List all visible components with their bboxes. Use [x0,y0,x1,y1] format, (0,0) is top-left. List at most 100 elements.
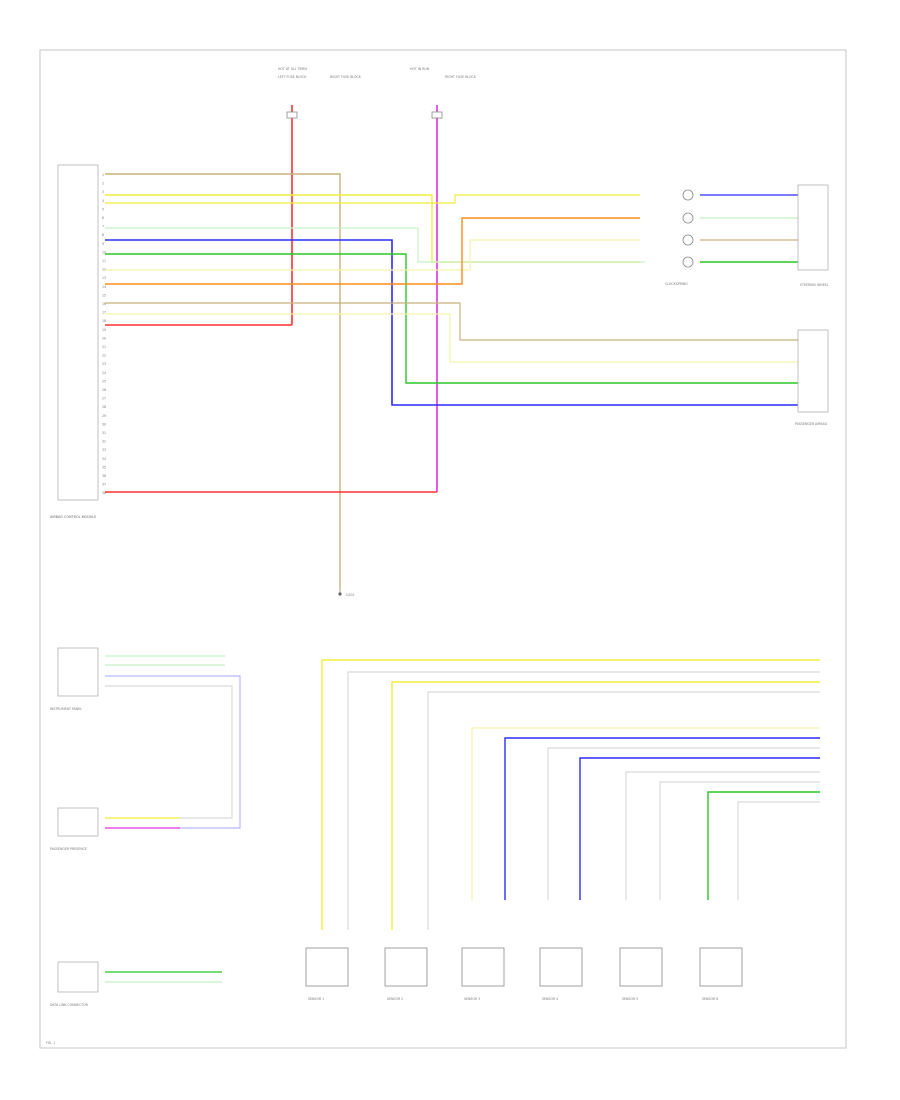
module-pin-label: 6 [102,216,104,220]
module-pin-list: 1234567891011121314151617181920212223242… [102,173,106,495]
module-pin-label: 30 [102,422,106,426]
sensor-6: SENSOR 6 [699,947,743,1001]
bus-wire-6 [504,737,820,900]
sensor-box [384,947,428,987]
module-pin-label: 5 [102,207,104,211]
sensor-5: SENSOR 5 [619,947,663,1001]
wire-yel-wht [105,239,640,271]
sensor-box [539,947,583,987]
bus-wire-1 [321,659,820,930]
wire-grn-wht [105,227,645,263]
module-pin-label: 35 [102,465,106,469]
sensor-label: SENSOR 5 [622,997,638,1001]
clockspring-label: CLOCKSPRING [665,282,688,286]
module-pin-label: 14 [102,285,106,289]
module-pin-label: 34 [102,457,106,461]
sensor-box [699,947,743,987]
data-link-label: DATA LINK CONNECTOR [50,1003,89,1007]
module-pin-label: 38 [102,491,106,495]
module-pin-label: 24 [102,371,106,375]
module-pin-label: 26 [102,388,106,392]
instrument-panel-module [57,647,99,697]
wire-blu [105,239,798,406]
module-pin-label: 3 [102,190,104,194]
module-pin-label: 11 [102,259,106,263]
bus-wire-7 [547,747,820,900]
module-pin-label: 32 [102,440,106,444]
wire-grn [105,253,798,384]
module-pin-label: 10 [102,250,106,254]
ground-label: G201 [346,593,355,597]
clockspring-pin-1 [682,189,694,201]
wire-yel [105,313,798,363]
clockspring-pin-3 [682,234,694,246]
fuse-2-symbol [431,111,443,119]
sensor-2: SENSOR 2 [384,947,428,1001]
fuse-desc-1: RIGHT FUSE BLOCK [330,75,362,79]
sensor-box [461,947,505,987]
module-pin-label: 15 [102,293,106,297]
bus-wire-9 [625,771,820,900]
module-pin-label: 22 [102,354,106,358]
module-pin-label: 28 [102,405,106,409]
module-pin-label: 8 [102,233,104,237]
module-pin-label: 7 [102,225,104,229]
wire-orn [105,217,640,285]
module-wire-runs [105,173,798,588]
airbag-control-module [57,164,99,501]
ip-wire-3 [105,675,241,829]
module-pin-label: 31 [102,431,106,435]
sensor-box [305,947,349,987]
sensor-box [619,947,663,987]
module-pin-label: 2 [102,182,104,186]
module-pin-label: 29 [102,414,106,418]
module-pin-label: 21 [102,345,106,349]
top-power-labels: HOT AT ALL TIMES LEFT FUSE BLOCK RIGHT F… [278,67,477,79]
module-pin-label: 20 [102,336,106,340]
module-pin-label: 36 [102,474,106,478]
passenger-presence-module [57,807,99,837]
bus-wire-11 [707,791,820,900]
bus-wire-4 [427,691,820,930]
module-pin-label: 1 [102,173,104,177]
sensor-bus [321,659,820,930]
passenger-airbag-module [797,329,829,413]
sensor-label: SENSOR 2 [387,997,403,1001]
bus-wire-5 [471,727,820,900]
module-pin-label: 19 [102,328,106,332]
diagram-frame [39,49,847,1049]
module-pin-label: 33 [102,448,106,452]
ground-icon [338,592,342,596]
sensor-3: SENSOR 3 [461,947,505,1001]
bus-wire-12 [737,801,820,900]
bus-wire-2 [347,671,820,930]
sensor-label: SENSOR 4 [542,997,558,1001]
footer-label: FIG. 1 [46,1041,55,1045]
hot-label-2: HOT IN RUN [410,67,430,71]
sensor-label: SENSOR 6 [702,997,718,1001]
sensor-label: SENSOR 3 [464,997,480,1001]
bus-wire-10 [659,781,820,900]
sensor-4: SENSOR 4 [539,947,583,1001]
wire-blk-yel [105,173,341,588]
module-pin-label: 17 [102,311,106,315]
fuse-label-1: LEFT FUSE BLOCK [278,75,307,79]
passenger-presence-label: PASSENGER PRESENCE [50,847,87,851]
clockspring-pin-4 [682,256,694,268]
bus-wire-8 [579,757,820,900]
module-pin-label: 37 [102,483,106,487]
hot-label-1: HOT AT ALL TIMES [278,67,307,71]
clockspring-connectors: CLOCKSPRING [665,189,694,286]
module-pin-label: 13 [102,276,106,280]
module-pin-label: 9 [102,242,104,246]
module-pin-label: 12 [102,268,106,272]
wire-brn [105,302,798,341]
module-pin-label: 25 [102,379,106,383]
steering-wheel-module [797,184,829,271]
steering-wheel-label: STEERING WHEEL [800,283,829,287]
fuse-1-symbol [286,111,298,119]
module-pin-label: 23 [102,362,106,366]
instrument-panel-label: INSTRUMENT PANEL [50,707,82,711]
